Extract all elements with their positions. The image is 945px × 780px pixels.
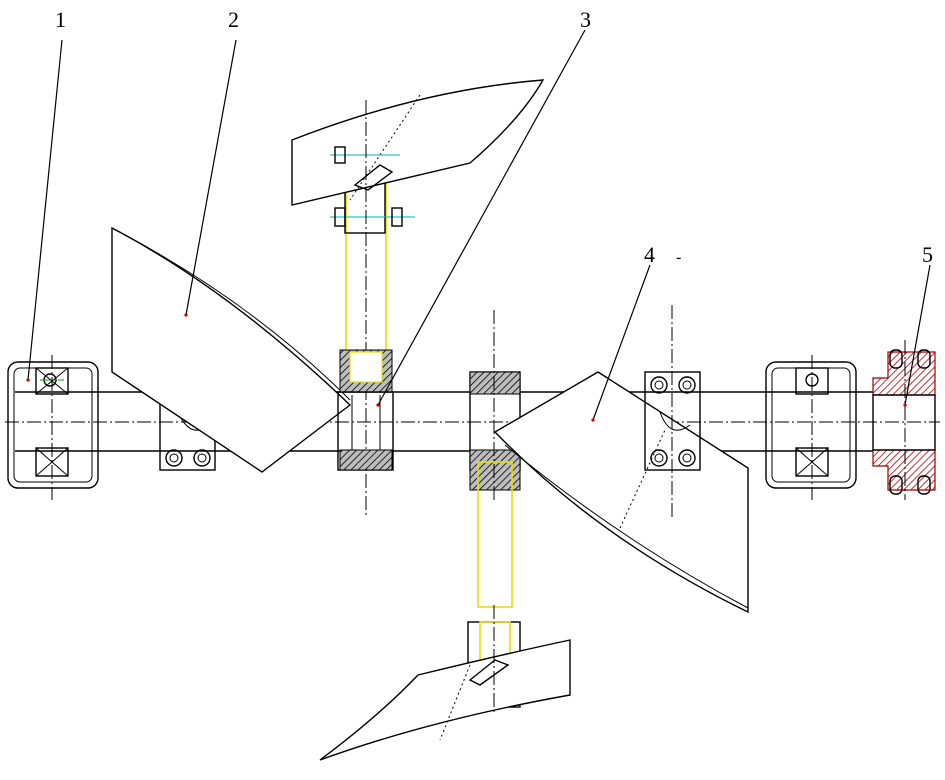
leader-5-dot xyxy=(903,403,907,407)
leader-5 xyxy=(904,264,931,406)
lower-arm-assembly xyxy=(319,461,571,761)
callout-5: 5 xyxy=(922,242,933,267)
leader-1-dot xyxy=(26,378,30,382)
main-shaft xyxy=(5,391,940,452)
leader-2-dot xyxy=(184,313,188,317)
right-bearing-housing xyxy=(765,355,857,500)
callout-1: 1 xyxy=(55,7,66,32)
right-large-blade xyxy=(493,371,749,614)
leader-4-dot xyxy=(591,418,595,422)
callout-labels: 1 2 3 4 - 5 xyxy=(55,7,933,267)
callout-2: 2 xyxy=(228,7,239,32)
sprocket xyxy=(872,340,936,500)
stray-mark: - xyxy=(676,249,681,266)
leader-1 xyxy=(27,39,63,381)
leader-3-dot xyxy=(376,403,380,407)
left-large-blade xyxy=(111,226,352,473)
left-bearing-housing xyxy=(7,355,99,500)
callout-4: 4 xyxy=(644,242,655,267)
central-hub-left xyxy=(337,391,394,471)
callout-3: 3 xyxy=(580,7,591,32)
leader-4 xyxy=(592,264,651,421)
upper-arm-assembly xyxy=(291,79,545,515)
leader-lines xyxy=(26,29,931,422)
right-flange-block xyxy=(644,305,701,520)
leader-2 xyxy=(185,39,237,316)
leader-3 xyxy=(377,29,586,406)
